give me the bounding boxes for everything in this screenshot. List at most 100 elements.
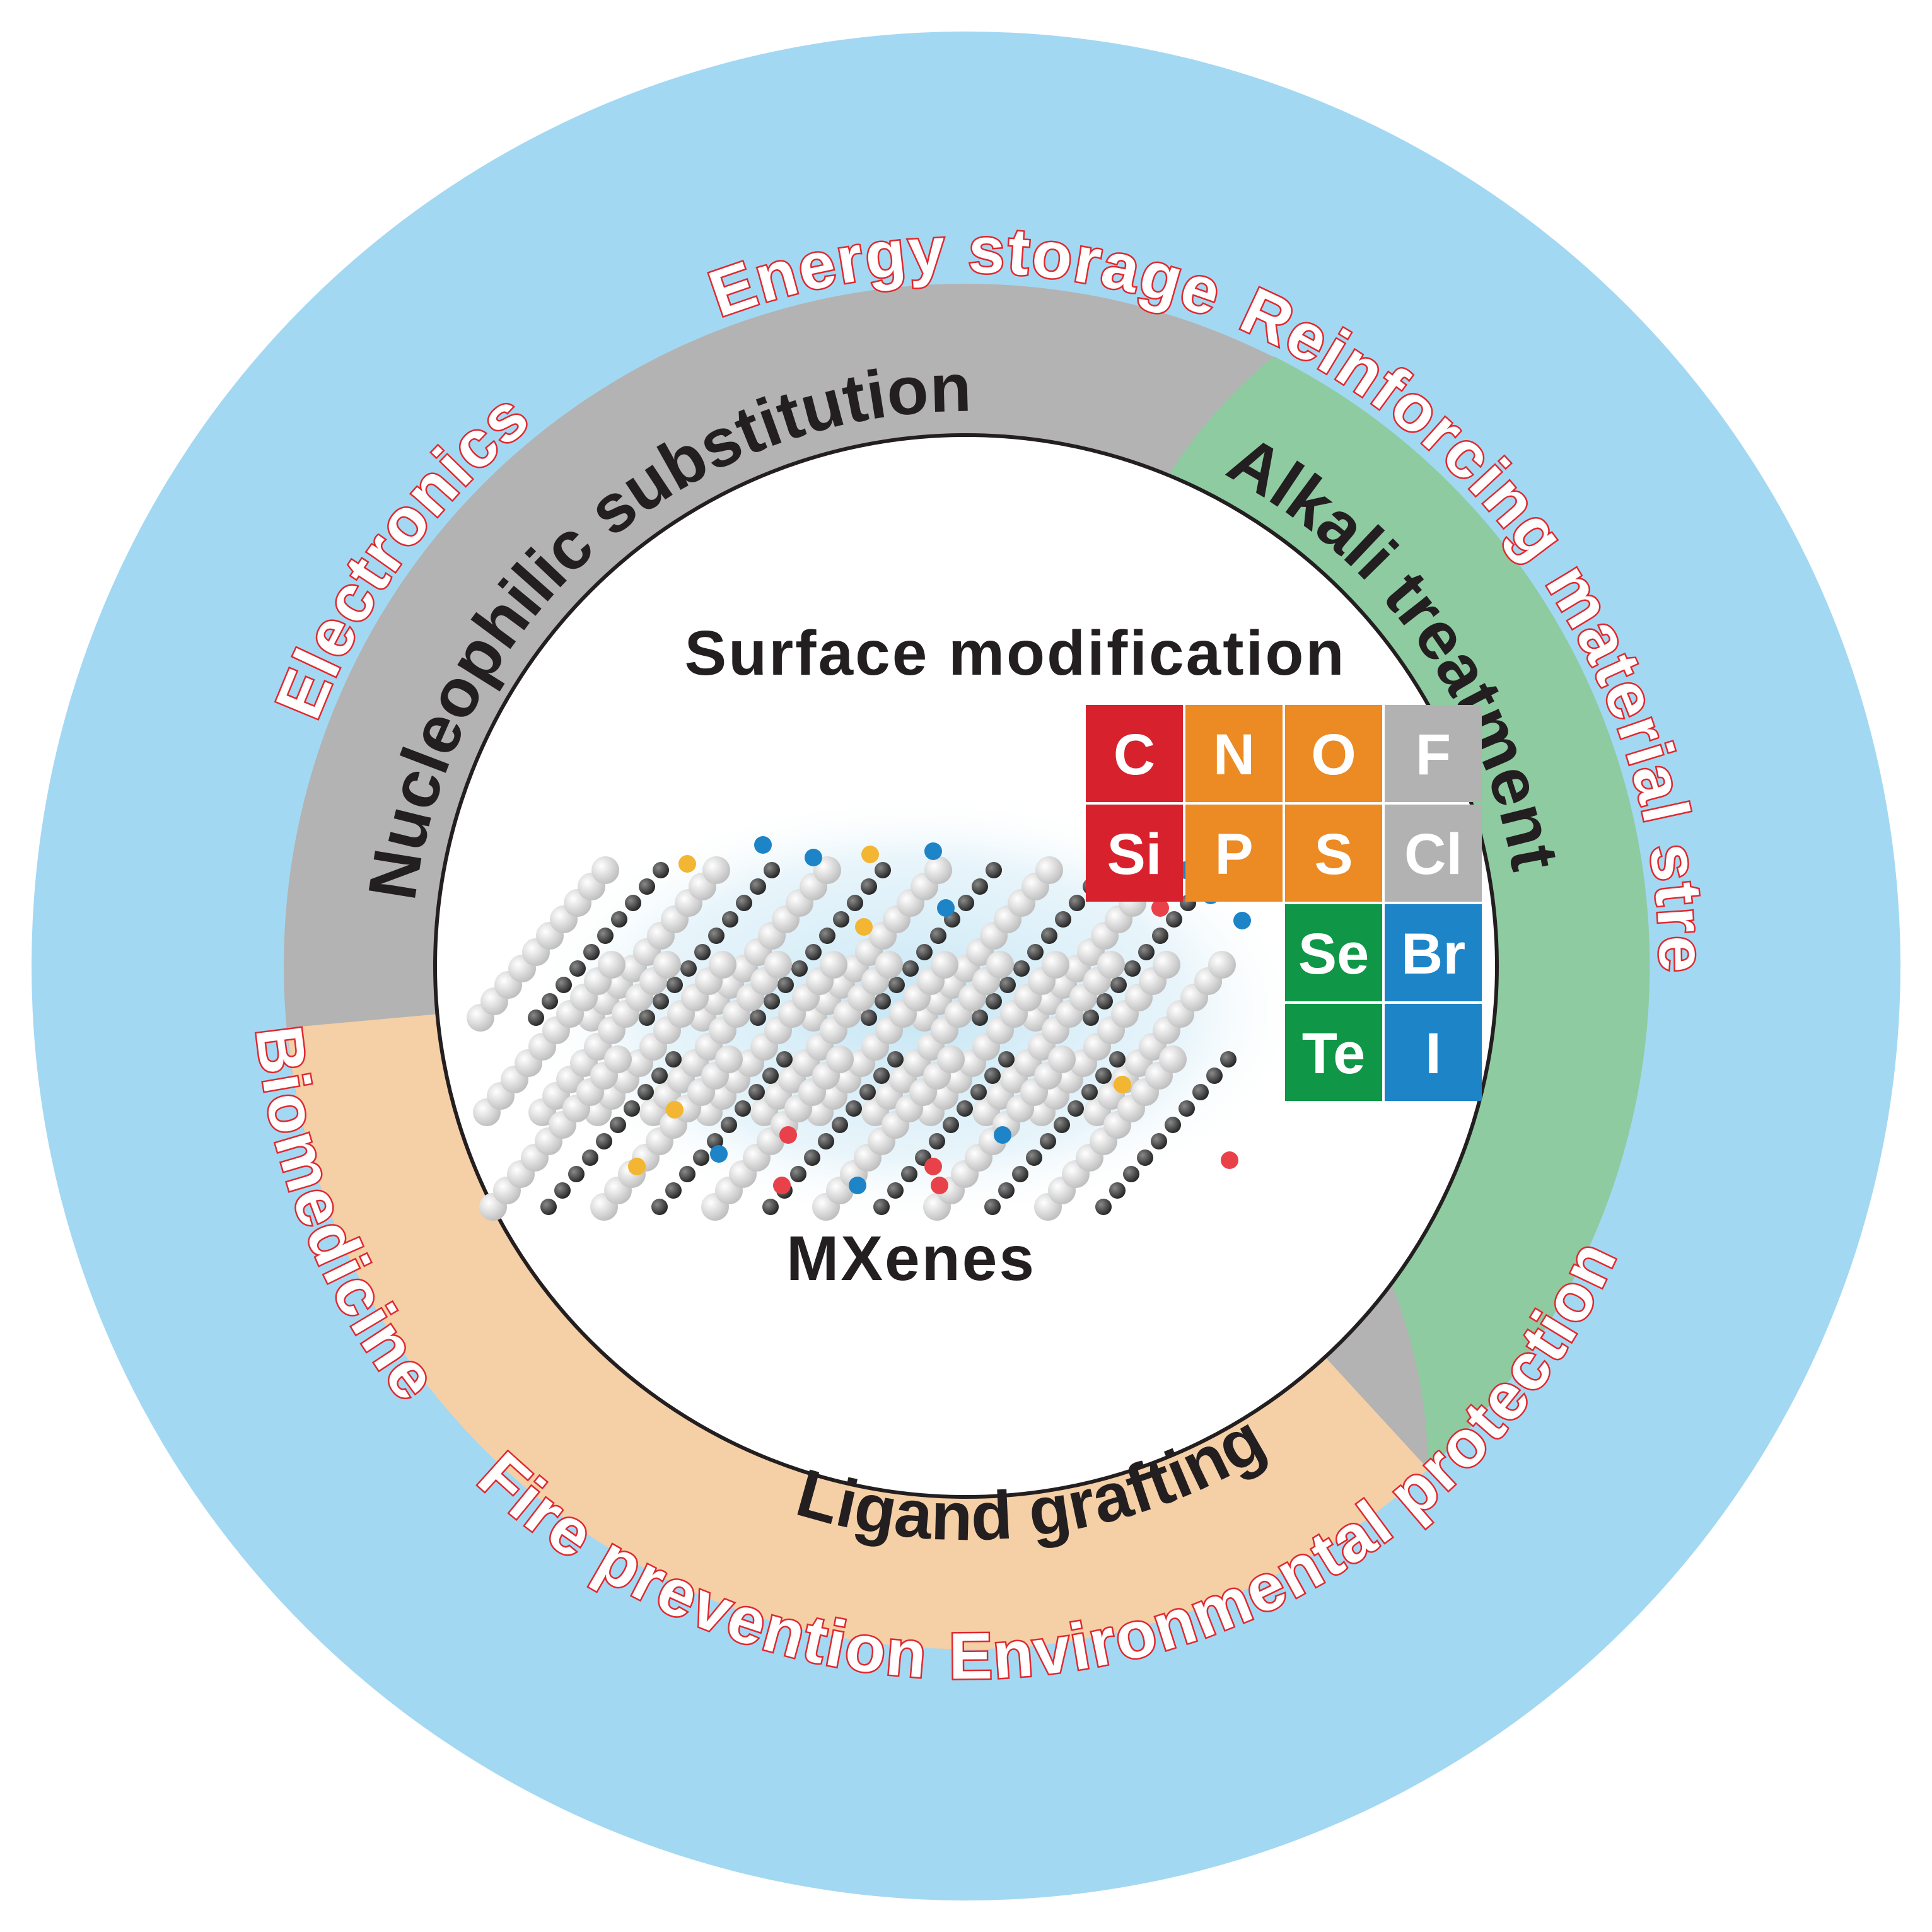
atom-sphere (776, 1051, 793, 1068)
atom-sphere (1095, 1199, 1112, 1215)
atom-sphere (1192, 1084, 1209, 1100)
element-tile-background (1385, 1004, 1482, 1101)
atom-sphere (855, 918, 873, 936)
atom-sphere (790, 1166, 806, 1182)
atom-sphere (958, 895, 974, 911)
atom-sphere (764, 862, 780, 878)
atom-sphere (875, 862, 891, 878)
atom-sphere (859, 1084, 876, 1100)
atom-sphere (651, 1068, 668, 1084)
atom-sphere (764, 993, 780, 1010)
atom-sphere (754, 836, 772, 854)
atom-sphere (861, 846, 879, 863)
atom-sphere (986, 951, 1014, 979)
atom-sphere (847, 895, 863, 911)
atom-sphere (833, 911, 849, 928)
element-tile-f: F (1385, 705, 1482, 802)
atom-sphere (653, 862, 669, 878)
atom-sphere (1220, 1051, 1237, 1068)
element-tile-background (1385, 904, 1482, 1001)
atom-sphere (999, 977, 1016, 993)
element-tile-te: Te (1285, 1004, 1382, 1101)
mxenes-label: MXenes (786, 1223, 1036, 1294)
atom-sphere (678, 855, 696, 873)
atom-sphere (1153, 951, 1180, 979)
element-tile-background (1285, 705, 1382, 802)
atom-sphere (1221, 1151, 1238, 1169)
atom-sphere (693, 1149, 709, 1166)
element-tile-n: N (1185, 705, 1283, 802)
atom-sphere (986, 862, 1002, 878)
element-tile-si: Si (1086, 805, 1183, 902)
atom-sphere (805, 944, 822, 960)
atom-sphere (1081, 1084, 1098, 1100)
atom-sphere (556, 977, 572, 993)
atom-sphere (984, 1199, 1001, 1215)
element-tile-i: I (1385, 1004, 1482, 1101)
element-tile-background (1285, 805, 1382, 902)
element-symbol: F (1416, 723, 1451, 787)
center-title: Surface modification (684, 618, 1346, 689)
atom-sphere (591, 856, 619, 884)
atom-sphere (937, 899, 955, 917)
atom-sphere (1109, 1182, 1126, 1199)
atom-sphere (653, 993, 669, 1010)
atom-sphere (715, 1045, 743, 1073)
atom-sphere (554, 1182, 571, 1199)
atom-sphere (1027, 944, 1044, 960)
atom-sphere (887, 1182, 904, 1199)
element-symbol: Cl (1404, 822, 1462, 887)
element-symbol: Te (1302, 1021, 1366, 1086)
atom-sphere (540, 1199, 557, 1215)
element-symbol: Se (1298, 922, 1370, 986)
atom-sphere (750, 1010, 766, 1026)
atom-sphere (931, 1177, 948, 1194)
atom-sphere (611, 911, 627, 928)
atom-sphere (1012, 1166, 1028, 1182)
atom-sphere (984, 1068, 1001, 1084)
element-tile-background (1385, 705, 1482, 802)
atom-sphere (1152, 928, 1168, 944)
atom-sphere (791, 960, 808, 977)
atom-sphere (665, 1182, 682, 1199)
atom-sphere (873, 1068, 890, 1084)
atom-sphere (1035, 856, 1063, 884)
element-tile-cl: Cl (1385, 805, 1482, 902)
atom-sphere (805, 849, 822, 866)
atom-sphere (924, 1158, 942, 1175)
atom-sphere (875, 993, 891, 1010)
atom-sphere (970, 1084, 987, 1100)
atom-sphere (1026, 1149, 1042, 1166)
atom-sphere (846, 1100, 862, 1117)
atom-sphere (931, 951, 958, 979)
atom-sphere (998, 1182, 1015, 1199)
atom-sphere (1137, 1149, 1153, 1166)
atom-sphere (1095, 1068, 1112, 1084)
atom-sphere (1069, 895, 1085, 911)
atom-sphere (819, 928, 835, 944)
atom-sphere (804, 1149, 820, 1166)
element-symbol: S (1314, 822, 1353, 887)
atom-sphere (582, 1149, 598, 1166)
atom-sphere (849, 1177, 866, 1194)
element-tile-br: Br (1385, 904, 1482, 1001)
element-symbol: I (1425, 1021, 1441, 1086)
atom-sphere (994, 1126, 1011, 1144)
atom-sphere (748, 1084, 765, 1100)
atom-sphere (957, 1100, 973, 1117)
atom-sphere (875, 951, 903, 979)
atom-sphere (722, 911, 738, 928)
atom-sphere (1233, 912, 1251, 929)
atom-sphere (901, 1166, 917, 1182)
atom-sphere (750, 878, 766, 895)
atom-sphere (665, 1051, 682, 1068)
atom-sphere (653, 951, 681, 979)
element-symbol: P (1214, 822, 1253, 887)
atom-sphere (666, 1101, 684, 1119)
atom-sphere (679, 1166, 695, 1182)
atom-sphere (1165, 1117, 1181, 1133)
atom-sphere (1097, 993, 1113, 1010)
atom-sphere (1109, 1051, 1126, 1068)
atom-sphere (832, 1117, 848, 1133)
